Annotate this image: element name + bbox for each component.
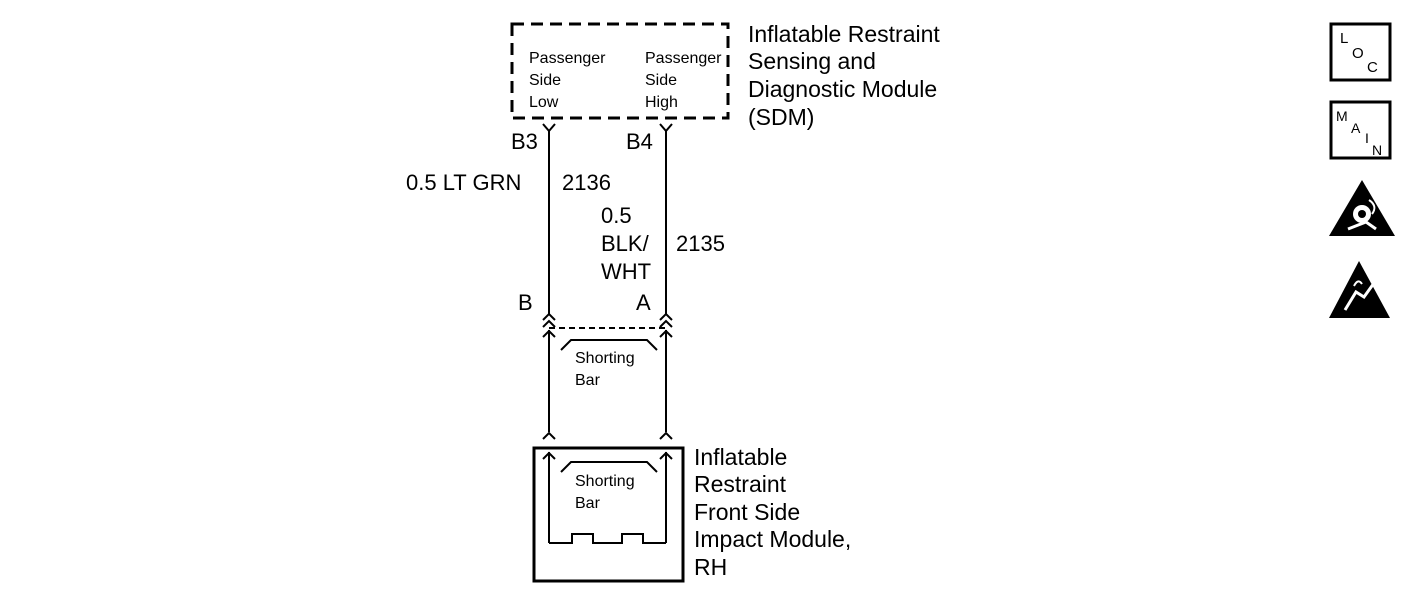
module-squib-element [549, 533, 666, 544]
module-internal-right-arrow [659, 451, 673, 460]
loc-icon-letter-o: O [1352, 45, 1364, 62]
module-title-3: Front Side [694, 499, 800, 525]
sdm-pin-right: B4 [626, 129, 653, 154]
loc-icon-letter-l: L [1340, 30, 1348, 47]
sdm-pin-left-label-2: Side [529, 72, 561, 89]
wire-right-circuit: 2135 [676, 231, 725, 256]
airbag-warning-icon[interactable] [1329, 180, 1395, 236]
sdm-pin-right-label-3: High [645, 94, 678, 111]
sdm-title-2: Sensing and [748, 48, 876, 74]
wire-left-circuit: 2136 [562, 170, 611, 195]
sdm-terminal-left [542, 123, 556, 133]
main-icon-letter-n: N [1372, 142, 1382, 158]
connector-shorting-bar [560, 339, 658, 351]
sdm-pin-right-label-2: Side [645, 72, 677, 89]
module-shorting-bar-label-1: Shorting [575, 473, 635, 490]
wire-right-gauge-color-1: 0.5 [601, 203, 632, 228]
sdm-dashed-box [510, 22, 730, 120]
module-shorting-bar-label-2: Bar [575, 495, 601, 512]
sdm-title-3: Diagnostic Module [748, 76, 937, 102]
loc-icon-letter-c: C [1367, 59, 1378, 76]
connector-right-chevrons [659, 312, 673, 328]
harness-right-top-arrow [659, 329, 673, 338]
sdm-pin-right-label-1: Passenger [645, 50, 722, 67]
sdm-pin-left: B3 [511, 129, 538, 154]
connector-shorting-bar-label-2: Bar [575, 372, 601, 389]
wire-left-gauge-color: 0.5 LT GRN [406, 170, 521, 195]
module-title-1: Inflatable [694, 444, 787, 470]
wire-right-gauge-color-3: WHT [601, 259, 651, 284]
connector-shorting-bar-label-1: Shorting [575, 350, 635, 367]
module-shorting-bar [560, 461, 658, 473]
harness-left-top-arrow [542, 329, 556, 338]
sdm-title-4: (SDM) [748, 104, 814, 130]
connector-left-chevrons [542, 312, 556, 328]
module-left-chevron [542, 431, 556, 440]
module-title-2: Restraint [694, 471, 787, 497]
sdm-pin-left-label-1: Passenger [529, 50, 606, 67]
main-icon-letter-i: I [1365, 130, 1369, 146]
wire-right-gauge-color-2: BLK/ [601, 231, 650, 256]
connector-pin-left: B [518, 290, 533, 315]
module-title-4: Impact Module, [694, 526, 851, 552]
sdm-terminal-right [659, 123, 673, 133]
connector-pin-right: A [636, 290, 651, 315]
module-right-chevron [659, 431, 673, 440]
main-icon-letter-m: M [1336, 108, 1348, 124]
impact-module-box [532, 446, 685, 583]
loc-icon[interactable]: L O C [1329, 22, 1392, 82]
esd-warning-icon[interactable] [1329, 261, 1390, 318]
main-icon[interactable]: M A I N [1329, 100, 1392, 160]
sdm-pin-left-label-3: Low [529, 94, 559, 111]
sdm-title-1: Inflatable Restraint [748, 21, 940, 47]
main-icon-letter-a: A [1351, 120, 1361, 136]
module-title-5: RH [694, 554, 727, 580]
module-internal-left-arrow [542, 451, 556, 460]
